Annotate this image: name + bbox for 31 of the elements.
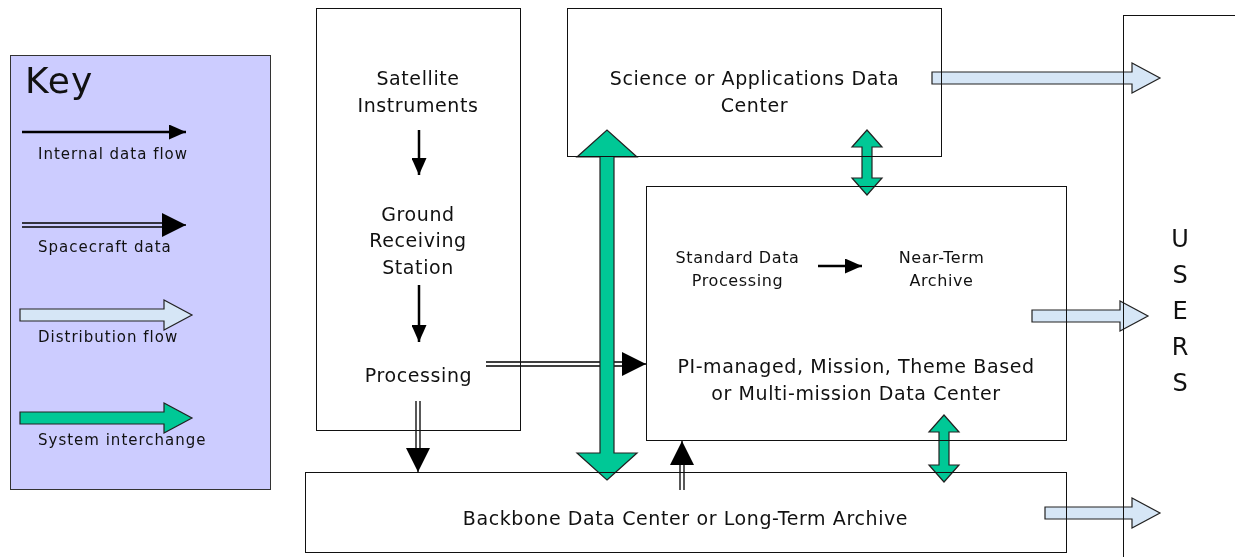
- data-center-box: [646, 186, 1067, 441]
- arrow: [411, 285, 427, 342]
- step-label: Standard Data Processing: [661, 246, 814, 293]
- legend-label: Internal data flow: [38, 145, 189, 163]
- legend-title: Key: [25, 60, 94, 101]
- arrow: [818, 258, 862, 274]
- box-label: Science or Applications Data Center: [608, 66, 901, 118]
- legend-label: Spacecraft data: [38, 238, 172, 256]
- data-center-box: [567, 8, 942, 157]
- legend-label: Distribution flow: [38, 328, 179, 346]
- archive-box: [305, 472, 1067, 553]
- column-box: [316, 8, 521, 431]
- step-label: Processing: [354, 349, 483, 401]
- box-label: Backbone Data Center or Long-Term Archive: [461, 506, 910, 531]
- box-label: PI-managed, Mission, Theme Based or Multi-mission Data Center: [676, 354, 1036, 406]
- arrow: [411, 130, 427, 175]
- block-arrow: [927, 414, 961, 483]
- block-arrow: [1044, 497, 1162, 529]
- vertical-label: USERS: [1170, 224, 1190, 399]
- double-arrow: [406, 400, 430, 473]
- double-arrow: [485, 352, 647, 376]
- users-box: [1123, 15, 1235, 557]
- block-arrow: [850, 129, 884, 196]
- block-arrow: [1031, 300, 1150, 332]
- step-label: Near-Term Archive: [879, 246, 1004, 293]
- block-arrow: [931, 62, 1162, 94]
- block-arrow: [575, 129, 639, 481]
- step-label: Ground Receiving Station: [345, 199, 491, 282]
- double-arrow: [670, 440, 694, 491]
- step-label: Satellite Instruments: [335, 63, 501, 120]
- legend-label: System interchange: [38, 431, 207, 449]
